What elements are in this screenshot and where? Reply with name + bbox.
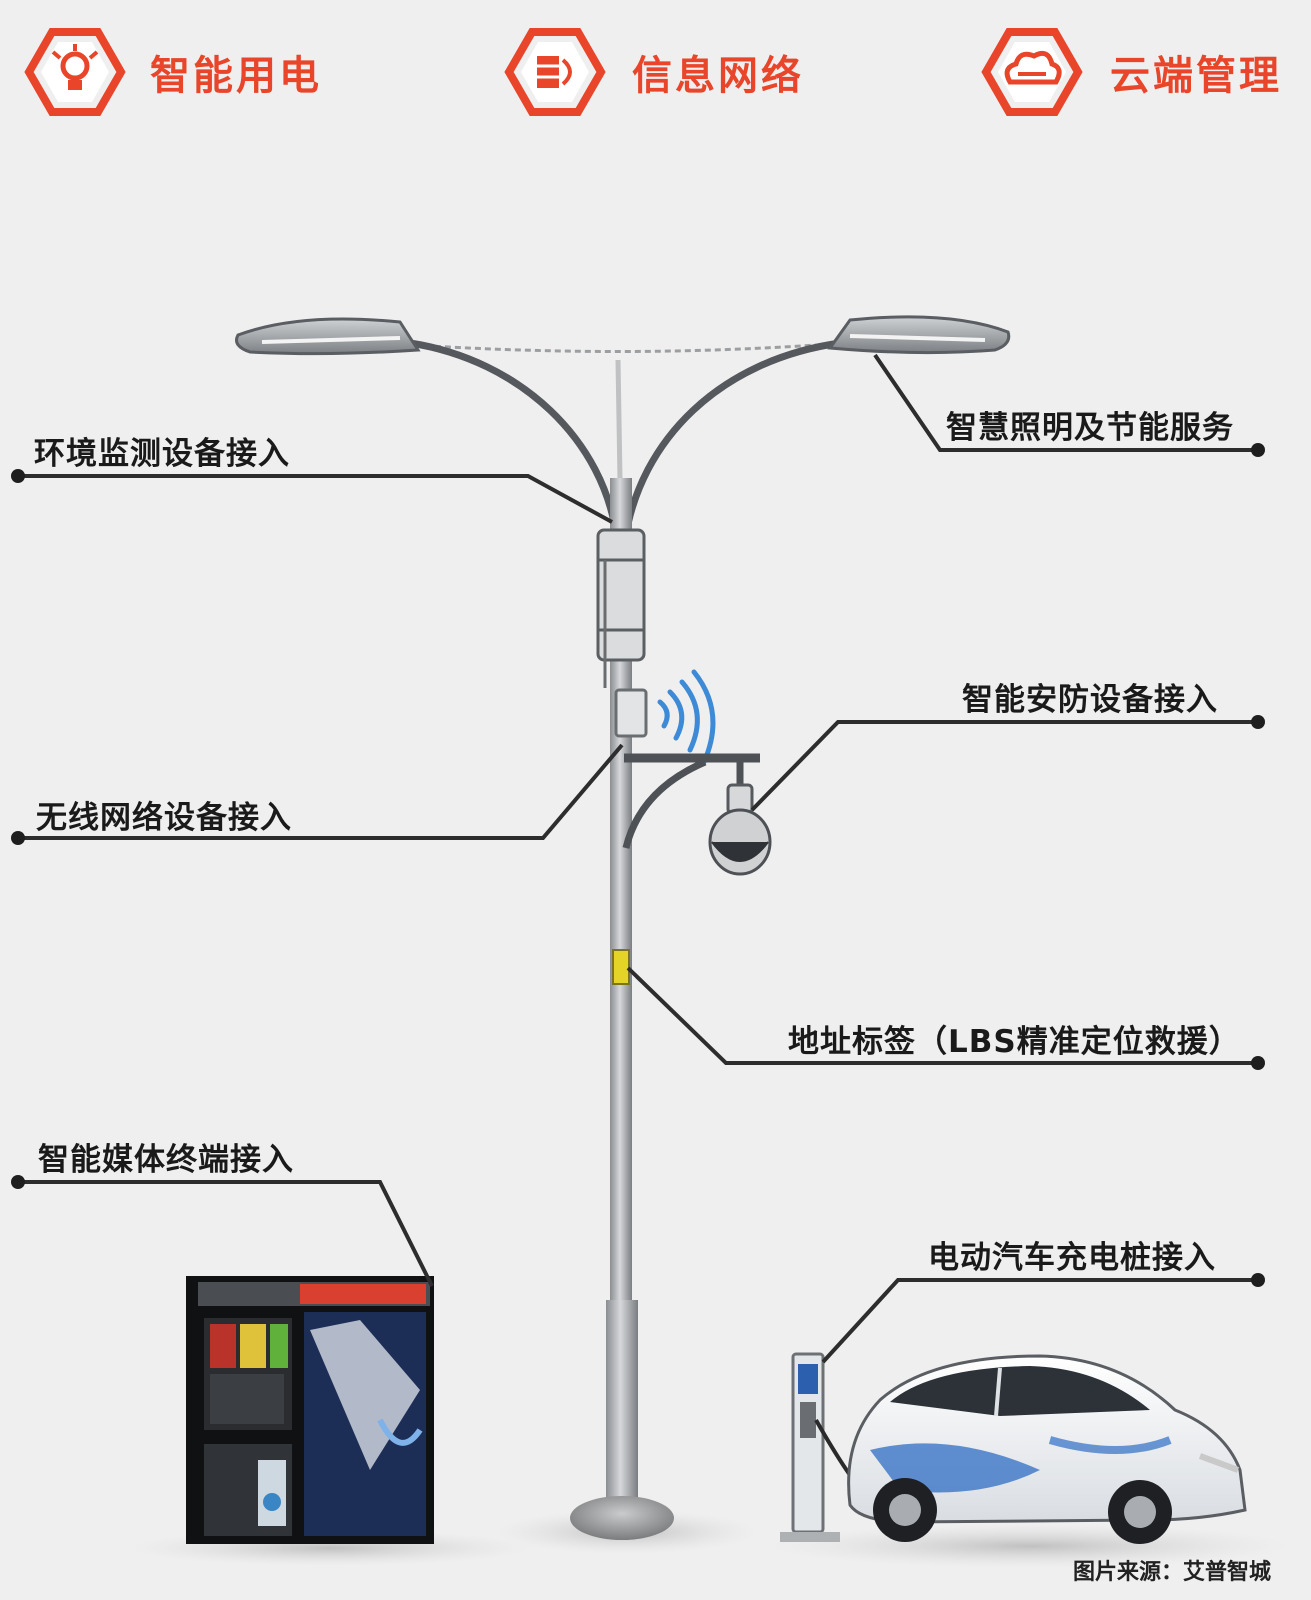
camera-bracket [622,753,760,849]
callout-wireless: 无线网络设备接入 [36,800,292,836]
network-icon [504,28,606,116]
callout-endpoints [11,443,1265,1287]
wireless-antenna [614,688,648,738]
callout-env-monitoring: 环境监测设备接入 [34,436,290,472]
header-label-info-network: 信息网络 [632,53,804,99]
header-label-smart-power: 智能用电 [150,53,322,99]
header-label-cloud-management: 云端管理 [1110,53,1282,99]
media-terminal-kiosk [186,1276,434,1544]
leader-env-monitoring [18,474,613,524]
header-cloud-management: 云端管理 [1110,22,1282,122]
electric-car [847,1354,1247,1544]
bulb-icon [24,28,126,116]
pole-lower-section [606,1300,638,1515]
right-lamp-head [827,315,1011,355]
callout-security: 智能安防设备接入 [962,682,1218,718]
address-tag-marker [612,949,630,985]
callout-media-terminal: 智能媒体终端接入 [38,1142,294,1178]
callout-smart-lighting: 智慧照明及节能服务 [946,410,1234,446]
center-mast [615,359,623,481]
callout-leader-lines [18,353,1258,1364]
leader-media-terminal [18,1180,434,1287]
leader-smart-lighting [873,353,1258,452]
callout-address-tag: 地址标签（LBS精准定位救援） [788,1024,1241,1060]
leader-ev-charging [821,1278,1258,1364]
leader-address-tag [626,966,1258,1065]
header-info-network: 信息网络 [632,22,804,122]
dome-camera [708,783,772,876]
left-lamp-arm [409,339,621,541]
pole-base [570,1496,674,1540]
cloud-icon [981,28,1083,116]
wifi-signal-icon [657,669,716,765]
leader-wireless [18,743,624,840]
lamp-wire [384,341,846,353]
env-sensor-sleeve [596,528,646,688]
left-lamp-head [235,317,421,356]
callout-ev-charging: 电动汽车充电桩接入 [928,1240,1216,1276]
right-lamp-arm [621,339,841,541]
header-smart-power: 智能用电 [150,22,322,122]
leader-security [750,720,1258,812]
image-credit: 图片来源：艾普智城 [1072,1560,1271,1585]
